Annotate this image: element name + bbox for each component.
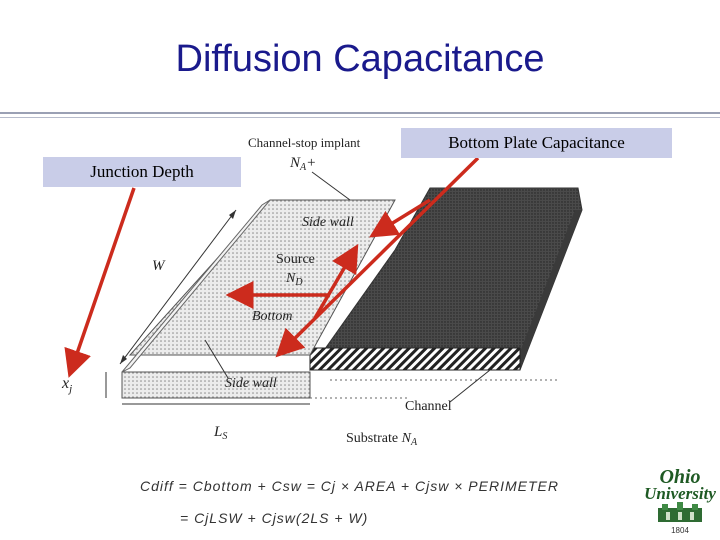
substrate-block-side bbox=[520, 210, 582, 370]
bottom-plate-callout: Bottom Plate Capacitance bbox=[401, 128, 672, 158]
w-label: W bbox=[152, 258, 166, 274]
channel-label: Channel bbox=[405, 399, 452, 414]
source-label: Source bbox=[276, 252, 315, 267]
bottom-plate-arrow-branch bbox=[313, 243, 359, 319]
logo-text-university: University bbox=[644, 484, 716, 503]
equation-line-1: Cdiff = Cbottom + Csw = Cj × AREA + Cjsw… bbox=[140, 478, 559, 494]
source-region-top bbox=[128, 199, 396, 356]
bottom-plate-arrow-tip bbox=[369, 198, 431, 238]
nd-label: ND bbox=[285, 271, 303, 288]
substrate-label: Substrate NA bbox=[346, 431, 418, 448]
title-rule-thin bbox=[0, 117, 720, 118]
ls-label: LS bbox=[213, 424, 227, 442]
slide-title: Diffusion Capacitance bbox=[175, 38, 545, 80]
equation-line-2: = CjLSW + Cjsw(2LS + W) bbox=[180, 510, 369, 526]
logo-emblem-icon bbox=[658, 502, 702, 522]
logo-text-year: 1804 bbox=[671, 526, 689, 535]
xj-label: xj bbox=[61, 375, 72, 395]
channel-stop-label: Channel-stop implant bbox=[248, 135, 361, 150]
university-logo: Ohio University 1804 bbox=[640, 466, 720, 538]
bottom-label: Bottom bbox=[252, 309, 292, 324]
w-dimension bbox=[119, 209, 237, 365]
source-region-front bbox=[121, 371, 311, 399]
junction-depth-arrow bbox=[64, 187, 136, 378]
source-region-left bbox=[121, 199, 271, 373]
title-rule bbox=[0, 112, 720, 114]
junction-depth-callout: Junction Depth bbox=[43, 157, 241, 187]
channel-hatch bbox=[309, 347, 521, 371]
na-plus-label: NA+ bbox=[289, 155, 316, 173]
side-wall-bottom-label: Side wall bbox=[225, 376, 277, 391]
side-wall-top-label: Side wall bbox=[302, 215, 354, 230]
logo-text-ohio: Ohio bbox=[659, 466, 701, 488]
